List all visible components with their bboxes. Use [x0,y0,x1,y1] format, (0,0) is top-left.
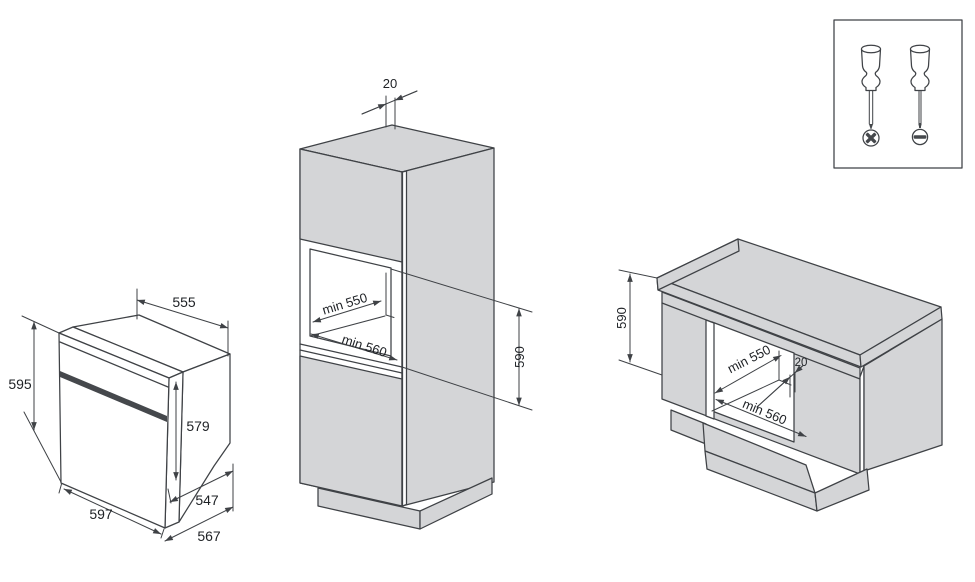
ext-line [21,315,60,334]
slotted-screwdriver-icon [909,44,931,146]
ext-line [618,359,663,376]
tall-cabinet-side-face [401,147,495,507]
vent-gap-arrow [794,365,804,374]
dim-line-oven-top-width [136,299,229,329]
tall-cabinet-drawing: 20 min 550 min 560 590 [299,76,533,530]
oven-height-label: 595 [8,376,32,392]
ext-line [618,269,658,279]
ext-line [390,268,533,313]
vent-gap-arrow [361,103,387,115]
dim-line-niche-depth [312,300,382,323]
oven-drawing: 555 595 579 597 547 567 [8,288,234,544]
oven-body-depth-label: 547 [195,492,219,508]
ext-line [401,366,533,411]
base-cabinet-frame-strip [705,319,715,420]
tall-cabinet-vent-gap-label: 20 [383,76,397,91]
oven-top-width-label: 555 [172,294,196,310]
phillips-screwdriver-icon [860,44,882,147]
oven-body-height-label: 579 [186,418,210,434]
dim-line-oven-total-depth [164,506,234,542]
dim-line-niche-depth [714,355,782,394]
base-cabinet-left-plinth [670,409,707,445]
base-cabinet-drawing: 590 min 550 20 min 560 [614,238,943,512]
tall-cabinet-corner-edge [401,170,408,507]
tools-box [833,19,963,169]
dim-line-niche-width [715,399,807,437]
tall-cabinet-plinth-side [419,477,493,530]
niche-floor-back-edge [385,314,395,318]
base-cabinet-vent-gap-label: 20 [795,357,808,369]
oven-total-depth-label: 567 [197,528,221,544]
base-cabinet-niche-height-label: 590 [614,307,629,329]
ext-line [23,411,62,483]
dim-line-oven-body-depth [169,470,234,503]
worktop-left-end [656,238,740,291]
ext-line [160,528,165,539]
oven-front-width-label: 597 [89,506,113,522]
oven-control-panel-line [59,341,169,388]
base-cabinet-plinth-side [814,468,870,512]
dim-line-oven-front-width [63,488,162,535]
worktop-right-end [859,306,943,368]
tall-cabinet-lower-door [299,355,403,507]
dim-line-niche-width [310,333,398,361]
tools-box-border [833,19,963,169]
ext-line [58,483,62,494]
oven-door-window-slot [60,371,167,422]
tall-cabinet-niche-height-label: 590 [512,346,527,368]
vent-gap-arrow [394,90,418,101]
